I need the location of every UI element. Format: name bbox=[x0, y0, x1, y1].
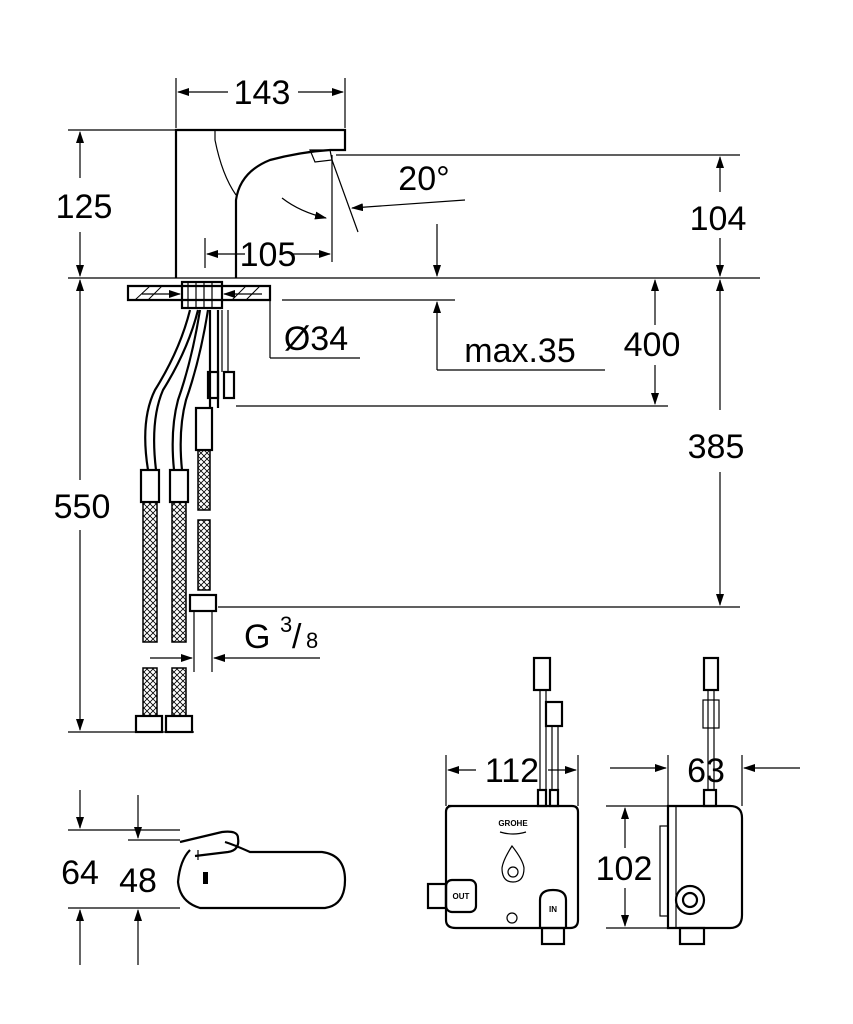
dim-max-35: max.35 bbox=[282, 224, 605, 371]
dim-width-143: 143 bbox=[175, 74, 346, 128]
dim-400-label: 400 bbox=[624, 326, 681, 364]
dim-height-125: 125 bbox=[56, 129, 760, 279]
dim-height-104: 104 bbox=[336, 154, 747, 277]
supply-hoses bbox=[134, 309, 236, 734]
dim-lever-48: 48 bbox=[119, 795, 180, 965]
dim-box-112: 112 bbox=[445, 752, 579, 806]
control-box-side bbox=[659, 656, 744, 946]
deck-section bbox=[126, 280, 272, 310]
dim-385-label: 385 bbox=[688, 428, 745, 466]
dim-diameter-label: Ø34 bbox=[284, 320, 348, 358]
dim-550: 550 bbox=[54, 279, 194, 733]
dim-width-143-label: 143 bbox=[234, 74, 291, 112]
dim-550-label: 550 bbox=[54, 488, 111, 526]
control-box-front: OUT IN GROHE bbox=[426, 656, 580, 946]
dim-box-102: 102 bbox=[596, 805, 668, 929]
thread-label-g: G bbox=[244, 618, 270, 656]
thread-label-slash: / bbox=[292, 618, 302, 656]
inlet-label: IN bbox=[549, 905, 557, 914]
dim-400: 400 bbox=[236, 279, 681, 407]
dim-height-104-label: 104 bbox=[690, 200, 747, 238]
lever-top-view bbox=[176, 830, 347, 910]
brand-label: GROHE bbox=[498, 819, 528, 828]
dim-box-63-label: 63 bbox=[687, 752, 725, 790]
dim-angle-label: 20° bbox=[398, 160, 449, 198]
dim-height-125-label: 125 bbox=[56, 188, 113, 226]
dim-angle-20: 20° bbox=[281, 155, 466, 262]
dim-reach-105-label: 105 bbox=[240, 236, 297, 274]
dim-lever-64-label: 64 bbox=[61, 854, 99, 892]
dim-thread: G 3 / 8 bbox=[150, 612, 320, 672]
dim-box-63: 63 bbox=[610, 752, 800, 806]
dim-diameter-34: Ø34 bbox=[142, 286, 360, 359]
dim-max-35-label: max.35 bbox=[464, 332, 576, 370]
thread-label-denominator: 8 bbox=[306, 628, 318, 653]
dim-box-102-label: 102 bbox=[596, 850, 653, 888]
thread-label-numerator: 3 bbox=[280, 612, 292, 637]
dim-385: 385 bbox=[218, 279, 745, 608]
dim-box-112-label: 112 bbox=[485, 752, 539, 790]
outlet-label: OUT bbox=[453, 892, 470, 901]
dim-lever-48-label: 48 bbox=[119, 862, 157, 900]
dim-lever-64: 64 bbox=[61, 790, 180, 965]
dim-reach-105: 105 bbox=[204, 236, 331, 274]
